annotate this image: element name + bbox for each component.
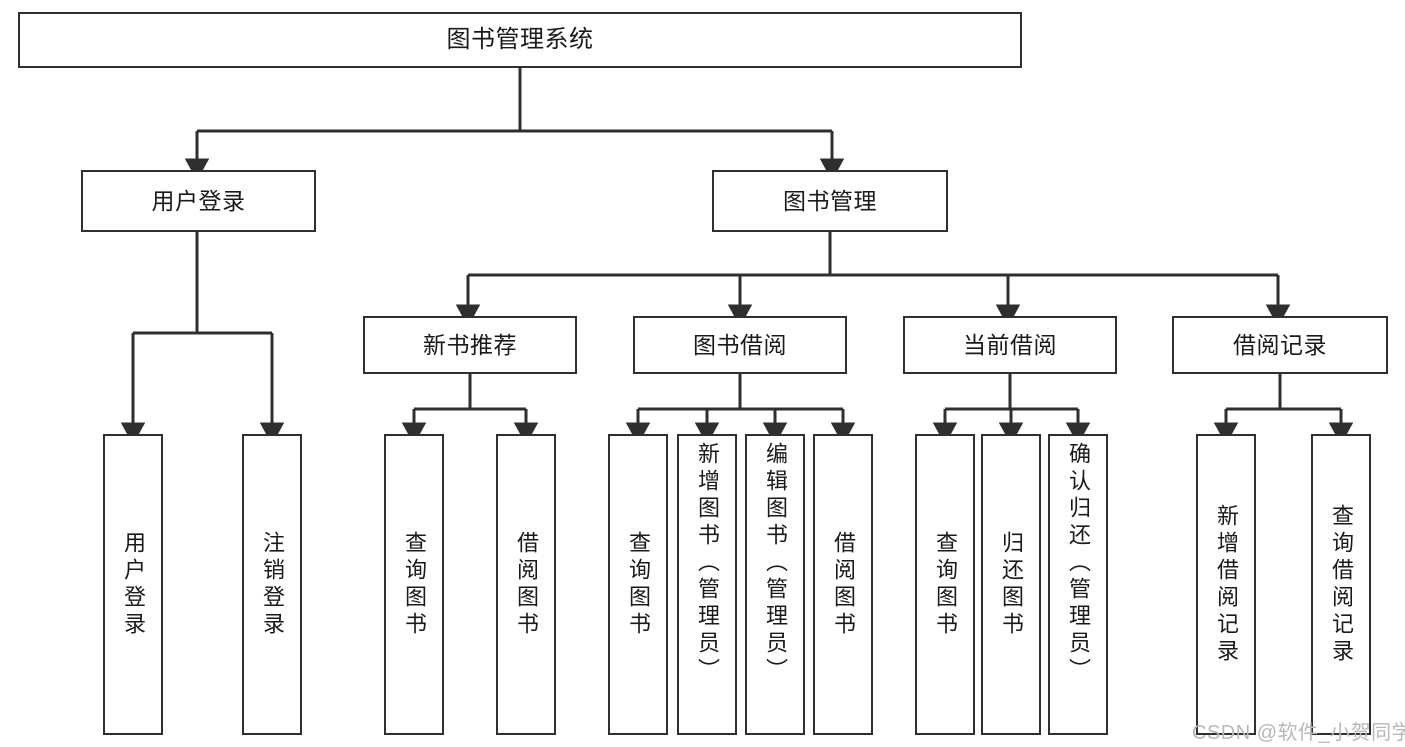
node-label: 图书借阅	[693, 331, 787, 358]
node-label: 新书推荐	[423, 331, 517, 358]
node-label: 图书管理系统	[446, 26, 594, 54]
node-book-borrow[interactable]: 图书借阅	[633, 316, 847, 374]
node-label: 新增借阅记录	[1214, 503, 1239, 666]
node-label: 借阅图书	[831, 530, 856, 639]
node-label: 用户登录	[121, 530, 146, 639]
leaf-user-login[interactable]: 用户登录	[103, 434, 163, 735]
leaf-query-book[interactable]: 查询图书	[608, 434, 668, 735]
node-new-book-recommend[interactable]: 新书推荐	[363, 316, 577, 374]
leaf-return-book[interactable]: 归还图书	[981, 434, 1041, 735]
node-label: 注销登录	[260, 530, 285, 639]
node-label: 用户登录	[151, 187, 246, 214]
leaf-query-book-new[interactable]: 查询图书	[384, 434, 444, 735]
node-label: 查询借阅记录	[1329, 503, 1354, 666]
node-label: 查询图书	[626, 530, 651, 639]
node-label: 借阅记录	[1233, 331, 1327, 358]
leaf-borrow-book-new[interactable]: 借阅图书	[496, 434, 556, 735]
leaf-user-logout[interactable]: 注销登录	[242, 434, 302, 735]
leaf-borrow-book[interactable]: 借阅图书	[813, 434, 873, 735]
leaf-confirm-return-admin[interactable]: 确认归还（管理员）	[1048, 434, 1108, 735]
node-label: 图书管理	[783, 187, 877, 214]
node-label: 归还图书	[999, 530, 1024, 639]
node-user-login[interactable]: 用户登录	[81, 170, 316, 232]
watermark-text: CSDN @软件_小贺同学	[1192, 722, 1405, 744]
node-label: 确认归还（管理员）	[1066, 442, 1091, 685]
leaf-query-book-current[interactable]: 查询图书	[915, 434, 975, 735]
node-book-management[interactable]: 图书管理	[712, 170, 948, 232]
leaf-add-book-admin[interactable]: 新增图书（管理员）	[677, 434, 737, 735]
node-borrow-record[interactable]: 借阅记录	[1172, 316, 1388, 374]
node-label: 查询图书	[402, 530, 427, 639]
node-label: 当前借阅	[963, 331, 1057, 358]
leaf-edit-book-admin[interactable]: 编辑图书（管理员）	[745, 434, 805, 735]
leaf-query-borrow-record[interactable]: 查询借阅记录	[1311, 434, 1371, 735]
node-root-system[interactable]: 图书管理系统	[18, 12, 1022, 68]
node-label: 查询图书	[933, 530, 958, 639]
node-label: 借阅图书	[514, 530, 539, 639]
node-current-borrow[interactable]: 当前借阅	[903, 316, 1117, 374]
node-label: 新增图书（管理员）	[695, 442, 720, 685]
node-label: 编辑图书（管理员）	[763, 442, 788, 685]
leaf-add-borrow-record[interactable]: 新增借阅记录	[1196, 434, 1256, 735]
